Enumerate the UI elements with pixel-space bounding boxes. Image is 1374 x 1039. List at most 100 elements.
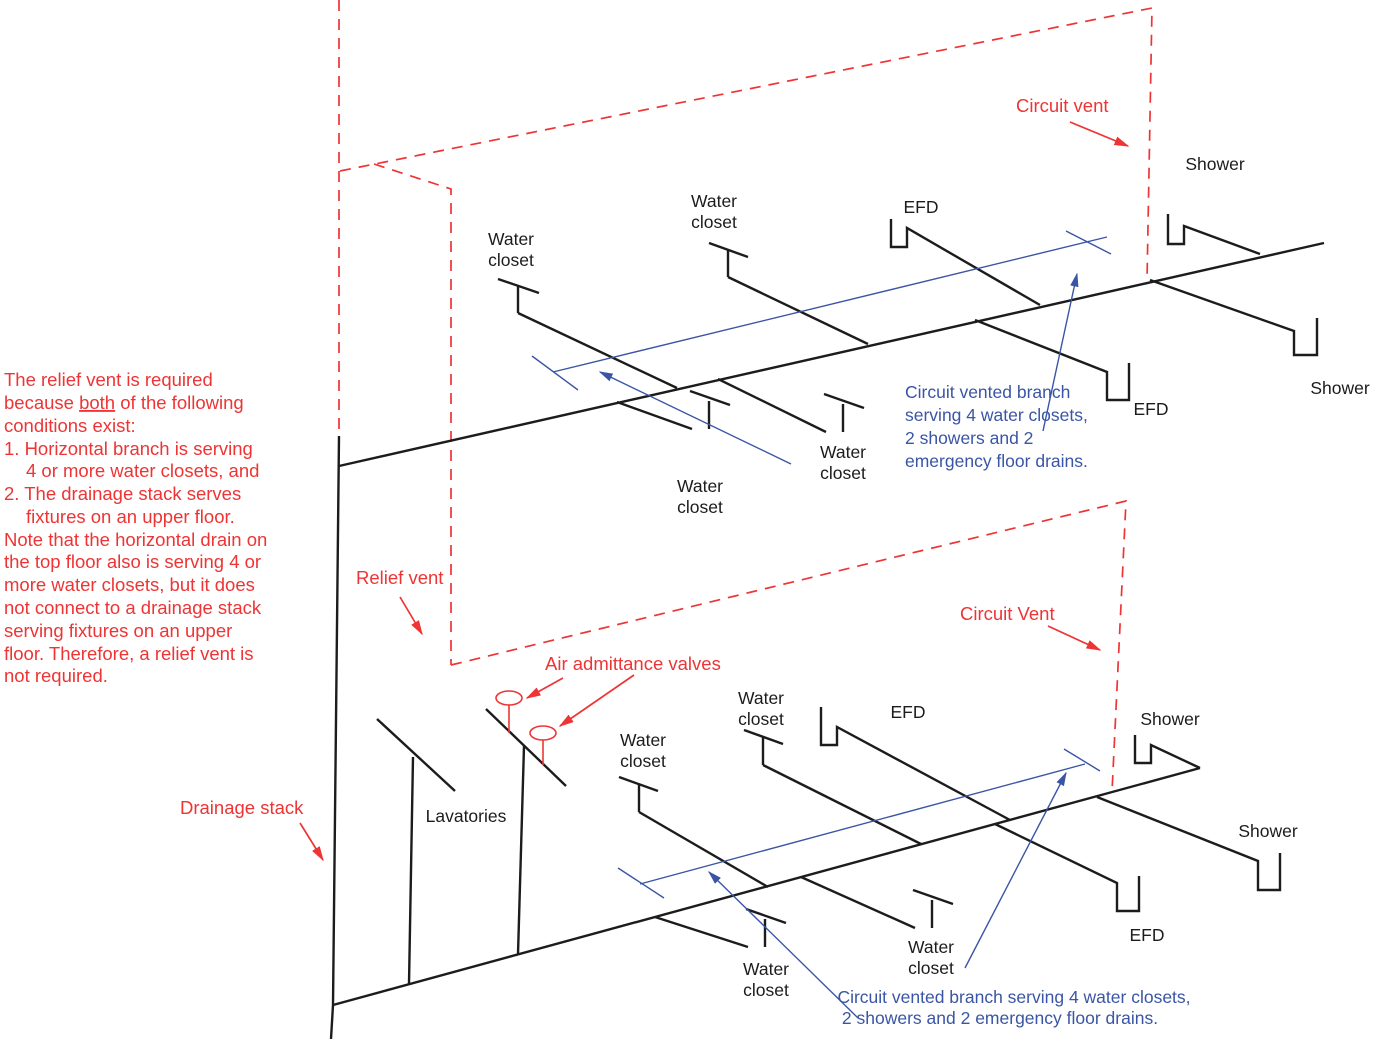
note-line: because both of the following — [4, 392, 244, 413]
top-shower-back — [1166, 214, 1261, 256]
drainage-stack-arrow — [299, 822, 324, 862]
bottom-water-closet-back-1 — [618, 775, 769, 889]
drainage-stack-line — [329, 435, 341, 1039]
top-shower-front — [1149, 278, 1319, 357]
bottom-efd-front — [994, 822, 1141, 913]
drainage-stack-label: Drainage stack — [180, 797, 304, 818]
top-water-closet-front-1 — [616, 389, 731, 431]
shower-label: Shower — [1140, 709, 1200, 729]
aav-cap — [529, 725, 557, 741]
red-callout-arrows — [299, 121, 1130, 862]
bottom-water-closet-back-2 — [743, 728, 922, 846]
top-efd-front — [974, 318, 1131, 402]
shower-trap-and-branch — [1133, 735, 1201, 770]
water-closet-label: closet — [691, 212, 737, 232]
water-closet-label: closet — [738, 709, 784, 729]
water-closet-label: Water — [743, 959, 789, 979]
circuit-vent-top-dashed-line — [339, 6, 1153, 282]
bottom-branch-extent-tick-right — [1063, 748, 1101, 772]
note-line: fixtures on an upper floor. — [26, 506, 235, 527]
note-line: serving fixtures on an upper — [4, 620, 232, 641]
relief-vent-note: The relief vent is required because both… — [4, 369, 267, 686]
note-line-part: of the following — [115, 392, 244, 413]
shower-label: Shower — [1310, 378, 1370, 398]
bottom-efd-back — [819, 707, 1011, 822]
efd-label: EFD — [1130, 925, 1165, 945]
top-floor-fixtures — [497, 214, 1319, 434]
bottom-annotation-arrow-right — [964, 771, 1067, 969]
water-closet-label: closet — [677, 497, 723, 517]
wc-branch — [616, 400, 693, 431]
wc-branch — [517, 311, 678, 390]
water-closet-label: closet — [820, 463, 866, 483]
note-line: Note that the horizontal drain on — [4, 529, 267, 550]
top-branch-extent-tick-right — [1065, 230, 1112, 255]
wc-trap-arm — [912, 888, 954, 906]
top-annotation-arrow-right — [1042, 272, 1079, 432]
circuit-vent-top-label: Circuit vent — [1016, 95, 1109, 116]
note-line: the top floor also is serving 4 or — [4, 551, 261, 572]
note-line-part-underlined: both — [79, 392, 115, 413]
top-branch-extent-tick-left — [531, 355, 579, 391]
blue-note-line: 2 showers and 2 — [905, 428, 1033, 448]
note-line-part: because — [4, 392, 79, 413]
water-closet-label: Water — [820, 442, 866, 462]
note-line: floor. Therefore, a relief vent is — [4, 643, 254, 664]
wc-trap-arm — [745, 907, 787, 925]
water-closet-label: closet — [620, 751, 666, 771]
aav-arrow-1 — [525, 677, 564, 699]
wc-trap-arm — [823, 392, 865, 410]
water-closet-label: Water — [738, 688, 784, 708]
note-line: 2. The drainage stack serves — [4, 483, 241, 504]
blue-note-line: serving 4 water closets, — [905, 405, 1088, 425]
water-closet-label: Water — [691, 191, 737, 211]
efd-label: EFD — [1134, 399, 1169, 419]
blue-note-line: 2 showers and 2 emergency floor drains. — [842, 1008, 1158, 1028]
water-closet-label: Water — [488, 229, 534, 249]
shower-trap-and-branch — [1166, 214, 1261, 256]
wc-branch — [762, 763, 922, 846]
lavatories-label: Lavatories — [426, 806, 507, 826]
lavatory-branch-1 — [376, 718, 456, 985]
air-admittance-valve-2 — [529, 725, 557, 765]
bottom-water-closet-front-2 — [800, 875, 954, 930]
top-water-closet-back-1 — [497, 277, 678, 390]
note-line: more water closets, but it does — [4, 574, 255, 595]
efd-trap-and-branch — [994, 822, 1141, 913]
aav-arrow-2 — [558, 674, 635, 727]
wc-trap-arm — [689, 389, 731, 407]
blue-note-line: Circuit vented branch serving 4 water cl… — [837, 987, 1190, 1007]
blue-note-top: Circuit vented branch serving 4 water cl… — [905, 382, 1088, 471]
note-line: The relief vent is required — [4, 369, 213, 390]
lavatory-arm — [376, 718, 456, 792]
wc-branch — [800, 875, 916, 930]
top-horizontal-branch-line — [338, 241, 1325, 468]
shower-trap-and-branch — [1149, 278, 1319, 357]
air-admittance-valves-label: Air admittance valves — [545, 653, 721, 674]
bottom-shower-back — [1133, 735, 1201, 770]
efd-label: EFD — [904, 197, 939, 217]
shower-label: Shower — [1185, 154, 1245, 174]
water-closet-label: closet — [743, 980, 789, 1000]
bottom-shower-front — [1096, 795, 1282, 892]
note-line: 1. Horizontal branch is serving — [4, 438, 253, 459]
wc-branch — [638, 810, 769, 889]
note-line: 4 or more water closets, and — [26, 460, 259, 481]
water-closet-label: Water — [677, 476, 723, 496]
blue-note-bottom: Circuit vented branch serving 4 water cl… — [837, 987, 1190, 1028]
circuit-vent-bottom-label: Circuit Vent — [960, 603, 1055, 624]
bottom-water-closet-front-1 — [654, 907, 787, 949]
wc-branch — [654, 915, 749, 949]
wc-branch — [727, 275, 869, 346]
top-annotation-arrow-left — [598, 371, 792, 465]
circuit-vented-branch-annotations — [531, 230, 1112, 1019]
bottom-branch-extent-line — [639, 763, 1086, 885]
top-branch-extent-line — [552, 236, 1108, 373]
top-water-closet-front-2 — [717, 377, 865, 434]
relief-vent-arrow — [399, 596, 423, 636]
blue-note-line: emergency floor drains. — [905, 451, 1088, 471]
air-admittance-valve-1 — [495, 690, 523, 733]
relief-vent-dashed-line — [373, 163, 452, 665]
